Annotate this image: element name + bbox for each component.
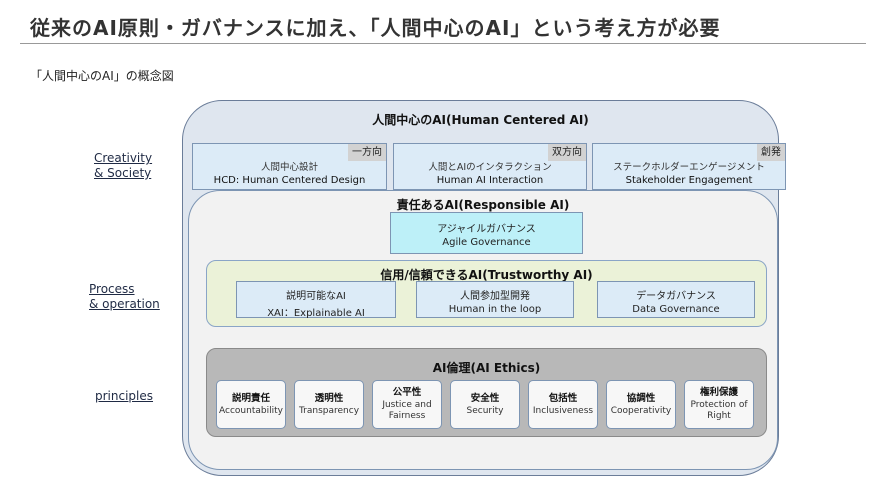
trustworthy-box-data-governance: データガバナンス Data Governance [597,281,755,318]
title-divider [20,43,866,44]
ethics-item-rights-protection: 権利保護 Protection of Right [684,380,754,429]
ethics-item-inclusiveness: 包括性 Inclusiveness [528,380,598,429]
hcai-box-stakeholder: 創発 ステークホルダーエンゲージメント Stakeholder Engageme… [592,143,786,190]
trustworthy-box-hitl: 人間参加型開発 Human in the loop [416,281,574,318]
ethics-item-en-line1: Protection of [690,400,748,410]
ai-ethics-title: AI倫理(AI Ethics) [432,361,541,375]
hcai-box-tag: 創発 [757,144,785,161]
hcai-box-jp: 人間中心設計 [260,162,318,173]
ethics-item-cooperativity: 協調性 Cooperativity [606,380,676,429]
hcai-box-en: Stakeholder Engagement [625,175,753,186]
side-label-creativity-line2: & Society [94,166,152,180]
responsible-ai-title: 責任あるAI(Responsible AI) [396,198,570,212]
ethics-item-jp: 協調性 [626,393,656,404]
ethics-item-jp: 説明責任 [231,393,270,404]
ethics-item-transparency: 透明性 Transparency [294,380,364,429]
ethics-item-en-line2: Fairness [388,411,426,421]
ethics-item-accountability: 説明責任 Accountability [216,380,286,429]
ethics-item-en: Accountability [219,406,283,416]
agile-governance-jp: アジャイルガバナンス [437,224,536,235]
ethics-item-security: 安全性 Security [450,380,520,429]
hcai-box-interaction: 双方向 人間とAIのインタラクション Human AI Interaction [393,143,587,190]
ethics-item-jp: 安全性 [470,393,500,404]
page-title: 従来のAI原則・ガバナンスに加え、「人間中心のAI」という考え方が必要 [30,16,721,40]
hcai-box-en: HCD: Human Centered Design [213,175,366,186]
diagram-subtitle: 「人間中心のAI」の概念図 [30,69,174,83]
ethics-item-jp: 透明性 [314,393,344,404]
side-label-process-line1: Process [89,282,135,296]
ethics-item-jp: 権利保護 [699,387,738,398]
trustworthy-ai-title: 信用/信頼できるAI(Trustworthy AI) [380,268,593,282]
hcai-box-hcd: 一方向 人間中心設計 HCD: Human Centered Design [192,143,387,190]
trustworthy-box-en: XAI：Explainable AI [267,308,365,319]
hcai-box-jp: ステークホルダーエンゲージメント [613,162,765,173]
hcai-box-en: Human AI Interaction [436,175,544,186]
ethics-item-en: Security [466,406,504,416]
ethics-item-en: Inclusiveness [532,406,594,416]
agile-governance-en: Agile Governance [442,237,531,248]
side-label-creativity: Creativity & Society [94,151,152,181]
side-label-process-line2: & operation [89,297,160,311]
trustworthy-box-en: Human in the loop [448,304,542,315]
ethics-item-en-line1: Justice and [382,400,432,410]
hcai-box-tag: 一方向 [348,144,386,161]
trustworthy-box-jp: 説明可能なAI [286,291,346,302]
hcai-box-tag: 双方向 [548,144,586,161]
ethics-item-jp: 包括性 [548,393,578,404]
ethics-item-en: Cooperativity [610,406,672,416]
trustworthy-box-en: Data Governance [632,304,720,315]
trustworthy-box-jp: データガバナンス [636,291,716,302]
side-label-creativity-line1: Creativity [94,151,153,165]
agile-governance-box: アジャイルガバナンス Agile Governance [390,212,583,254]
trustworthy-box-xai: 説明可能なAI XAI：Explainable AI [236,281,396,319]
ethics-item-en: Transparency [298,406,360,416]
ethics-item-jp: 公平性 [392,387,422,398]
hcai-title: 人間中心のAI(Human Centered AI) [372,113,589,127]
trustworthy-box-jp: 人間参加型開発 [460,291,530,302]
ethics-item-fairness: 公平性 Justice and Fairness [372,380,442,429]
ethics-item-en-line2: Right [707,411,731,421]
hcai-box-jp: 人間とAIのインタラクション [428,162,552,173]
side-label-principles: principles [95,389,154,403]
side-label-process: Process & operation [89,282,160,312]
